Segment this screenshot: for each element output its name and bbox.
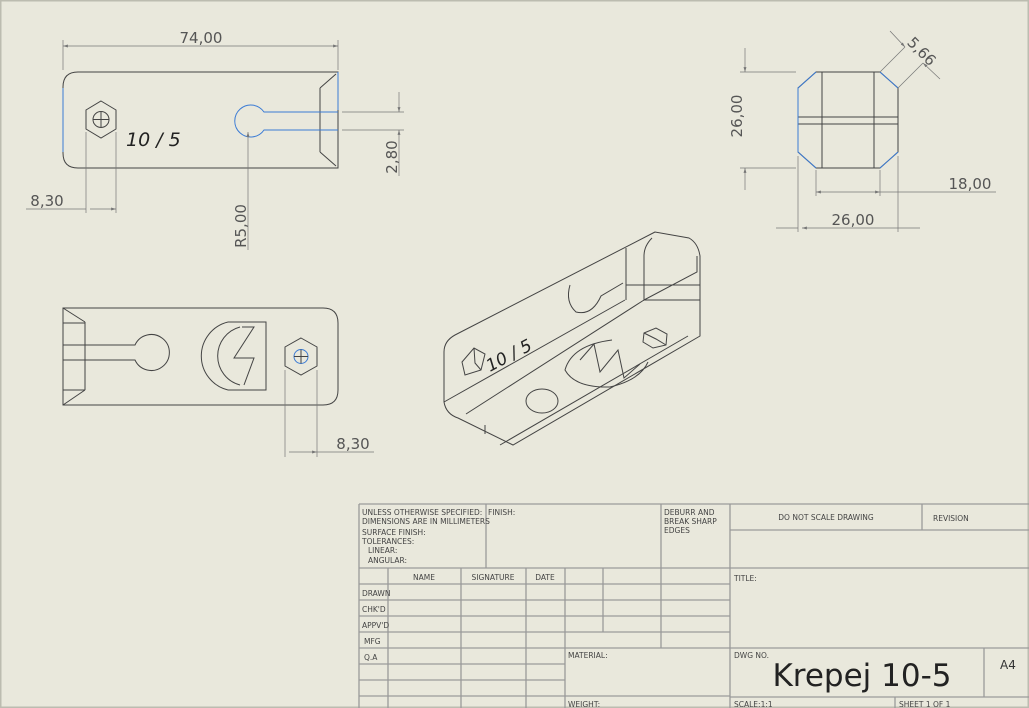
col-name: NAME <box>413 573 435 582</box>
hex-nut-outline <box>85 100 117 139</box>
finish-label: FINISH: <box>488 508 515 517</box>
deburr-line-3: EDGES <box>664 526 690 535</box>
side-view: 26,00 5,66 18,00 26,00 <box>728 30 996 232</box>
row-drawn: DRAWN <box>362 589 390 598</box>
deburr-line-2: BREAK SHARP <box>664 517 717 526</box>
note-line-6: ANGULAR: <box>368 556 407 565</box>
dim-radius: R5,00 <box>232 204 250 248</box>
note-line-3: SURFACE FINISH: <box>362 528 426 537</box>
row-mfg: MFG <box>364 637 381 646</box>
row-checked: CHK'D <box>362 605 386 614</box>
weight-label: WEIGHT: <box>568 700 600 708</box>
col-date: DATE <box>535 573 555 582</box>
material-label: MATERIAL: <box>568 651 608 660</box>
sheet-size: A4 <box>1000 658 1016 672</box>
col-signature: SIGNATURE <box>472 573 515 582</box>
dim-top-width: 74,00 <box>180 29 223 47</box>
top-view: 10 / 5 74,00 2,80 8,30 R5,00 <box>26 29 404 250</box>
dim-side-inner: 18,00 <box>949 175 992 193</box>
note-line-5: LINEAR: <box>368 546 397 555</box>
dim-side-width: 26,00 <box>832 211 875 229</box>
dim-front-bottom: 8,30 <box>336 435 369 453</box>
scale-label: SCALE:1:1 <box>734 700 773 708</box>
dim-side-chamfer: 5,66 <box>903 33 939 69</box>
do-not-scale: DO NOT SCALE DRAWING <box>778 513 874 522</box>
deburr-line-1: DEBURR AND <box>664 508 715 517</box>
note-line-2: DIMENSIONS ARE IN MILLIMETERS <box>362 517 490 526</box>
dim-top-left: 8,30 <box>30 192 63 210</box>
drawing-number: Krepej 10-5 <box>772 658 951 694</box>
iso-engraved-label: 10 / 5 <box>483 336 536 377</box>
isometric-view: 10 / 5 <box>443 231 701 446</box>
sheet-number: SHEET 1 OF 1 <box>899 700 951 708</box>
note-line-1: UNLESS OTHERWISE SPECIFIED: <box>362 508 482 517</box>
dwg-no-label: DWG NO. <box>734 651 769 660</box>
title-label: TITLE: <box>733 574 757 583</box>
note-line-4: TOLERANCES: <box>361 537 414 546</box>
engraved-label: 10 / 5 <box>126 129 181 151</box>
dim-side-height: 26,00 <box>728 95 746 138</box>
row-qa: Q.A <box>364 653 378 662</box>
slot-profile <box>234 104 338 138</box>
dim-slot: 2,80 <box>383 140 401 173</box>
revision-label: REVISION <box>933 514 969 523</box>
front-hex-nut-outline <box>284 337 318 376</box>
front-view: 8,30 <box>62 307 374 457</box>
title-block: UNLESS OTHERWISE SPECIFIED: DIMENSIONS A… <box>358 503 1029 708</box>
row-approved: APPV'D <box>362 621 389 630</box>
